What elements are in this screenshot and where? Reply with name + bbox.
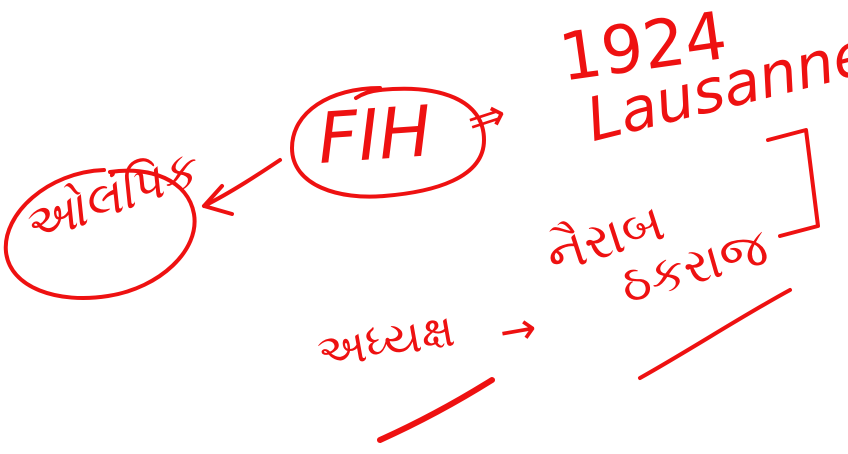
left-arrow-head	[202, 184, 234, 216]
left-node-circle	[3, 168, 197, 301]
right-bracket	[766, 128, 820, 238]
bottom-right-underline	[638, 288, 792, 380]
left-arrow-line	[202, 158, 282, 208]
center-node-circle	[290, 86, 486, 199]
bottom-left-underline	[377, 377, 495, 443]
